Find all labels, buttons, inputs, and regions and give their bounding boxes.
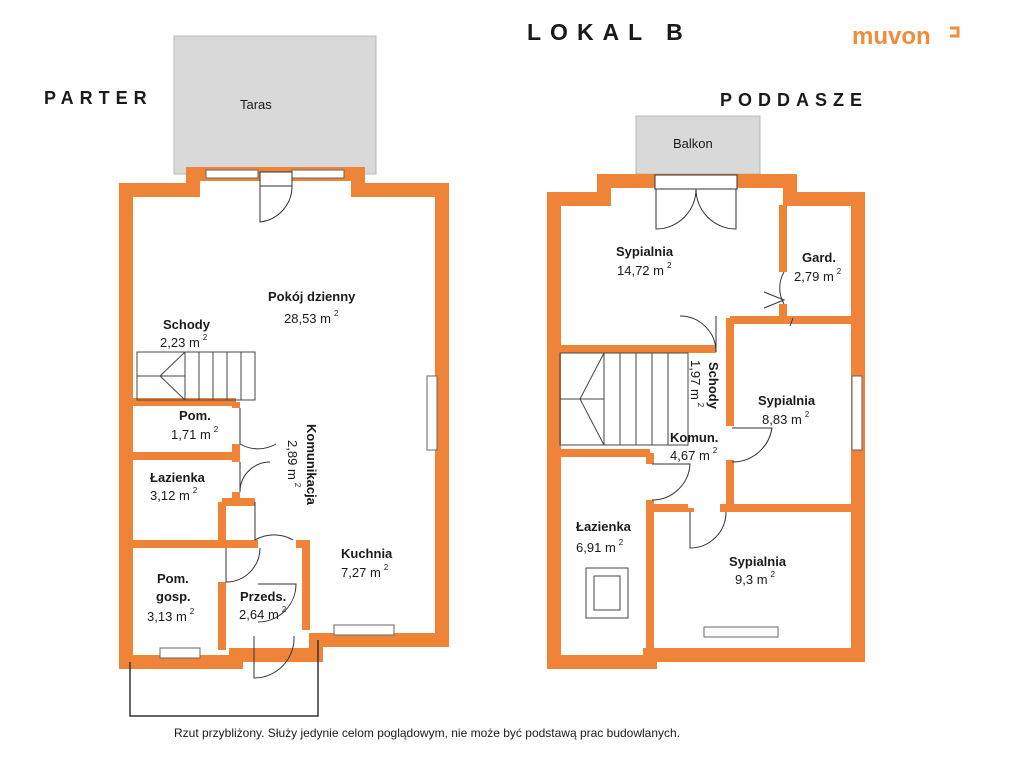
disclaimer-text: Rzut przybliżony. Służy jedynie celom po… [174,726,680,740]
balcony-area [635,115,761,175]
room-name-utility-1: Pom. [157,571,189,586]
attic-windows [703,375,863,638]
room-name-pom: Pom. [179,408,211,423]
room-name-vestibule: Przeds. [240,589,286,604]
ground-stairs [136,351,256,401]
room-name-utility-2: gosp. [156,589,191,604]
attic-stairs [559,352,689,446]
logo-mark-icon [950,26,960,38]
room-name-hall-attic: Komun. [670,430,718,445]
ground-doors [225,171,297,679]
room-name-living: Pokój dzienny [268,289,356,304]
ground-floor-plan: Taras [119,35,449,717]
terrace-label: Taras [240,97,272,112]
room-name-kitchen: Kuchnia [341,546,393,561]
room-name-bedroom-1: Sypialnia [616,244,674,259]
room-name-bedroom-2: Sypialnia [758,393,816,408]
section-label-ground: PARTER [44,88,153,108]
attic-interior-walls [560,205,852,650]
attic-doors [651,174,794,549]
entrance-platform [129,640,319,717]
muvon-logo: muvon [852,23,960,50]
room-area-hall-ground: 2,89 m2 [285,440,302,488]
room-name-bathroom-ground: Łazienka [150,470,206,485]
room-name-wardrobe: Gard. [802,250,836,265]
section-label-attic: PODDASZE [720,90,868,110]
room-area-stairs-attic: 1,97 m2 [688,360,705,408]
brand-name: muvon [852,23,931,50]
room-name-bedroom-3: Sypialnia [729,554,787,569]
room-name-hall-ground: Komunikacja [304,424,319,506]
balcony-label: Balkon [673,136,713,151]
ground-interior-walls [133,398,310,650]
plan-title: LOKAL B [527,19,692,45]
ground-windows [159,169,438,659]
terrace-area [173,35,377,175]
room-name-bathroom-attic: Łazienka [576,519,632,534]
room-name-stairs-attic: Schody [706,362,721,410]
attic-floor-plan: Balkon [547,115,865,669]
room-name-stairs-ground: Schody [163,317,211,332]
